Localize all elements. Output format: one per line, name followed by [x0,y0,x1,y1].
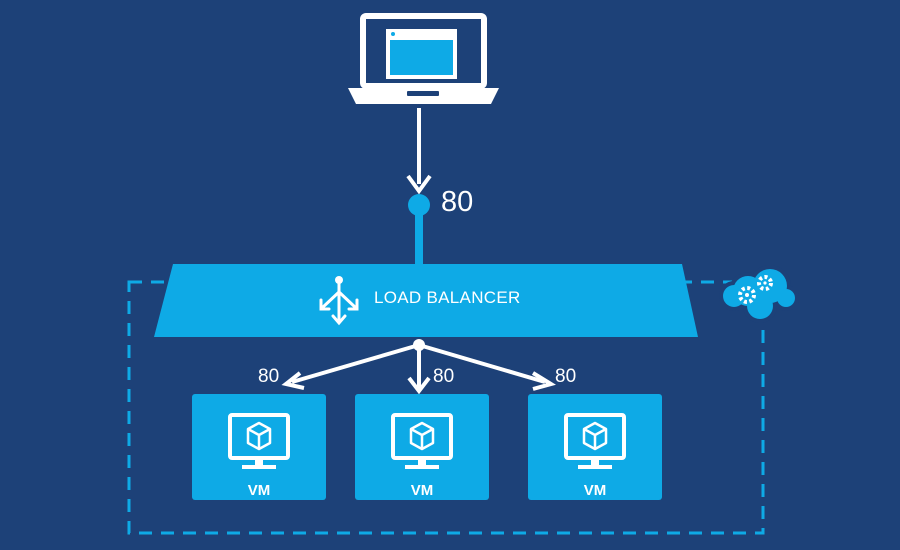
vm-2-port: 80 [433,366,455,387]
distribution-arrows [281,339,556,395]
monitor-cube-icon [564,413,626,469]
vm-1-port: 80 [258,366,280,387]
vm-3-label: VM [583,482,607,499]
cloud-service-gears-icon [719,265,799,323]
vm-3-port: 80 [555,366,577,387]
load-balancer-label: LOAD BALANCER [374,288,521,307]
vm-2-label: VM [410,482,434,499]
laptop-icon [348,13,499,104]
monitor-cube-icon [391,413,453,469]
public-endpoint-dot [408,194,430,216]
vm-1-label: VM [247,482,271,499]
load-balancer-icon [319,276,359,326]
monitor-cube-icon [228,413,290,469]
load-balancer-shape [154,264,698,337]
public-endpoint-port: 80 [441,186,474,218]
